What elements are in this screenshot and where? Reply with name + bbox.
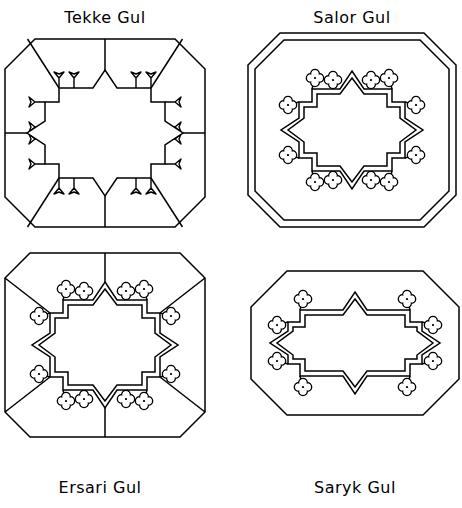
divider-line (28, 39, 60, 88)
outer-border (251, 271, 459, 415)
clover-motif (407, 96, 424, 113)
divider-line (151, 39, 183, 88)
clover-motif (306, 69, 323, 86)
medallion-inner (277, 299, 433, 387)
outer-border-inner (255, 40, 449, 220)
clover-motif (57, 280, 74, 297)
medallion-inner (39, 289, 171, 401)
clover-motif (424, 352, 441, 369)
divider-line (104, 408, 106, 437)
clover-motif (294, 290, 311, 307)
clover-motif (398, 290, 415, 307)
divider-line (104, 253, 106, 282)
clover-motif (362, 71, 379, 88)
clover-motif (75, 282, 92, 299)
sprout-motif (69, 178, 79, 194)
clover-motif (294, 378, 311, 395)
medallion-outline (281, 71, 423, 189)
medallion-outline (32, 282, 178, 408)
medallion-outline (27, 70, 183, 196)
clover-motif (117, 282, 134, 299)
sprout-motif (146, 178, 156, 194)
clover-motif (57, 392, 74, 409)
clover-motif (279, 96, 296, 113)
motif-name: Saryk Gul (314, 478, 396, 497)
divider-line (5, 278, 50, 313)
motif-name: Salor Gul (313, 8, 390, 27)
sprout-motif (29, 97, 45, 107)
medallion-inner (288, 78, 416, 182)
sprout-motif (131, 178, 141, 194)
outer-border (5, 253, 205, 437)
clover-motif (135, 280, 152, 297)
clover-motif (268, 316, 285, 333)
clover-motif (407, 146, 424, 163)
clover-motif (117, 390, 134, 407)
clover-motif (135, 392, 152, 409)
clover-motif (30, 307, 47, 324)
divider-line (5, 132, 27, 134)
divider-line (104, 39, 106, 70)
clover-motif (162, 307, 179, 324)
tekke-gul (5, 39, 205, 227)
clover-motif (30, 365, 47, 382)
medallion-outline (270, 292, 440, 394)
divider-line (151, 178, 183, 227)
clover-motif (162, 365, 179, 382)
clover-motif (75, 390, 92, 407)
clover-motif (268, 352, 285, 369)
sprout-motif (165, 159, 181, 169)
outer-border (248, 33, 456, 227)
sprout-motif (131, 72, 141, 88)
ersari-gul (5, 253, 205, 437)
divider-line (160, 278, 205, 313)
divider-line (104, 196, 106, 227)
sprout-motif (165, 97, 181, 107)
sprout-motif (54, 72, 64, 88)
sprout-motif (29, 159, 45, 169)
sprout-motif (69, 72, 79, 88)
clover-motif (424, 316, 441, 333)
sprout-motif (54, 178, 64, 194)
clover-motif (306, 173, 323, 190)
motif-name: Tekke Gul (64, 8, 145, 27)
divider-line (28, 178, 60, 227)
saryk-gul (251, 271, 459, 415)
divider-line (183, 132, 205, 134)
outer-border (5, 39, 205, 227)
clover-motif (398, 378, 415, 395)
divider-line (160, 377, 205, 412)
clover-motif (324, 71, 341, 88)
motif-name: Ersari Gul (59, 478, 142, 497)
clover-motif (324, 171, 341, 188)
clover-motif (380, 173, 397, 190)
salor-gul (248, 33, 456, 227)
clover-motif (279, 146, 296, 163)
sprout-motif (146, 72, 156, 88)
clover-motif (380, 69, 397, 86)
clover-motif (362, 171, 379, 188)
divider-line (5, 377, 50, 412)
